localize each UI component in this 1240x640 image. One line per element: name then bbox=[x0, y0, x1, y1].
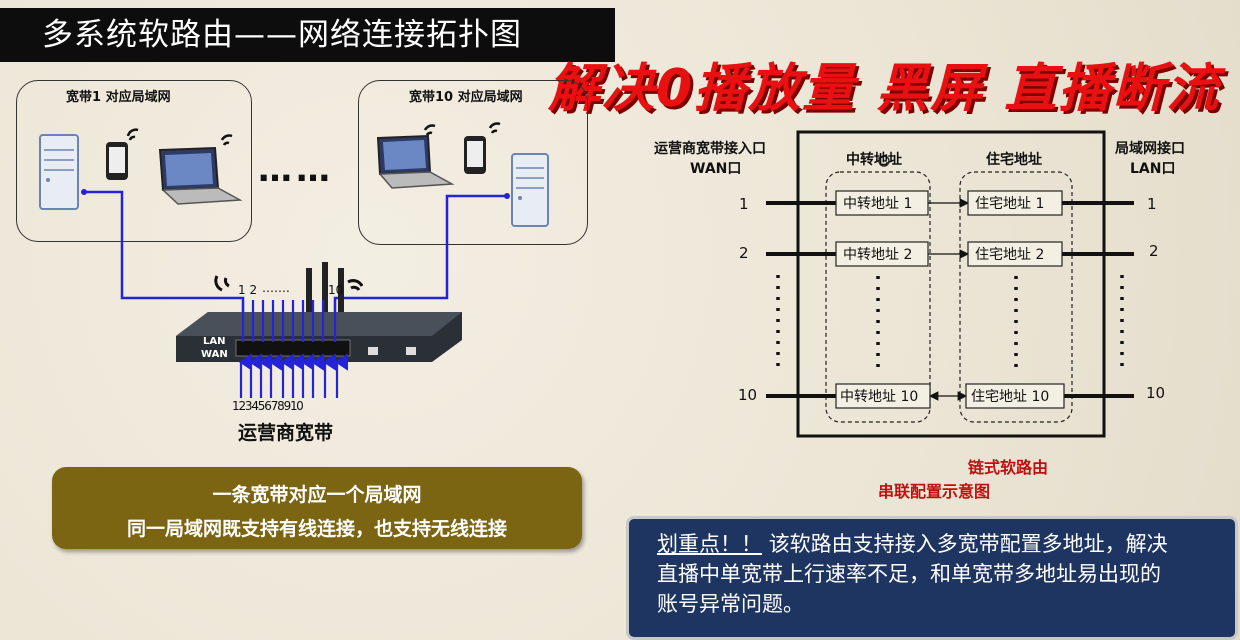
router-frame bbox=[796, 130, 1106, 438]
wan-header-2: WAN口 bbox=[690, 161, 742, 177]
laptop-icon bbox=[376, 134, 455, 189]
home-column-header: 住宅地址 bbox=[986, 152, 1042, 168]
keypoint-body-1: 该软路由支持接入多宽带配置多地址，解决 bbox=[768, 532, 1168, 556]
diagram-caption-1: 链式软路由 bbox=[968, 458, 1049, 477]
lan-row-number: 1 bbox=[1147, 195, 1157, 213]
wan-port-cables bbox=[238, 353, 348, 398]
cursor-ring bbox=[878, 155, 890, 167]
note-line-2: 同一局域网既支持有线连接，也支持无线连接 bbox=[126, 518, 507, 540]
relay-group bbox=[825, 171, 931, 423]
home-address: 住宅地址 1 bbox=[975, 196, 1045, 212]
wan-header-1: 运营商宽带接入口 bbox=[654, 141, 766, 157]
relay-address: 中转地址 2 bbox=[843, 247, 913, 263]
lan10-label: 宽带10 对应局域网 bbox=[409, 90, 523, 105]
lan1-box bbox=[16, 80, 252, 242]
ellipsis-dots bbox=[776, 275, 1124, 368]
home-address: 住宅地址 2 bbox=[975, 247, 1045, 263]
home-group bbox=[959, 171, 1073, 423]
keypoint-line-1: 划重点！！ 该软路由支持接入多宽带配置多地址，解决 bbox=[657, 529, 1221, 559]
keypoint-body-2: 直播中单宽带上行速率不足，和单宽带多地址易出现的 bbox=[657, 562, 1161, 586]
lan-note-box: 一条宽带对应一个局域网 同一局域网既支持有线连接，也支持无线连接 bbox=[52, 467, 582, 549]
router-wan-label: WAN bbox=[201, 349, 228, 360]
note-line-1: 一条宽带对应一个局域网 bbox=[212, 484, 422, 506]
row-connectors bbox=[766, 201, 1134, 398]
lan-cable bbox=[84, 190, 507, 330]
keypoint-lead: 划重点！！ bbox=[657, 532, 762, 556]
address-boxes bbox=[835, 190, 1065, 409]
lan-header-1: 局域网接口 bbox=[1115, 141, 1185, 157]
wifi-icon bbox=[214, 275, 364, 292]
lan-row-number: 10 bbox=[1146, 384, 1166, 402]
wan-row-number: 1 bbox=[739, 195, 749, 213]
lan10-box bbox=[358, 80, 588, 245]
lan1-label: 宽带1 对应局域网 bbox=[66, 90, 171, 105]
wifi-icon bbox=[126, 128, 139, 141]
page-title: 多系统软路由——网络连接拓扑图 bbox=[0, 8, 615, 62]
headline-banner: 解决0播放量 黑屏 直播断流 bbox=[548, 59, 1221, 119]
lan-port-cables bbox=[241, 300, 337, 342]
keypoint-body-3: 账号异常问题。 bbox=[657, 592, 804, 616]
relay-address: 中转地址 10 bbox=[840, 389, 919, 405]
phone-icon bbox=[464, 136, 486, 174]
server-icon bbox=[511, 153, 549, 227]
isp-label: 运营商宽带 bbox=[238, 422, 334, 444]
router-lan-label: LAN bbox=[203, 336, 226, 347]
port-label-end: 10 bbox=[328, 283, 344, 297]
wan-port-numbers: 1 2 3 4 5 6 7 8 9 10 bbox=[232, 399, 304, 413]
wan-row-number: 2 bbox=[739, 244, 749, 262]
home-address: 住宅地址 10 bbox=[971, 389, 1050, 405]
lan-header-2: LAN口 bbox=[1130, 161, 1176, 177]
phone-icon bbox=[106, 142, 128, 180]
relay-address: 中转地址 1 bbox=[843, 196, 913, 212]
port-label-dots: ……. bbox=[262, 281, 290, 295]
lan-row-number: 2 bbox=[1149, 242, 1159, 260]
cable-joint bbox=[81, 189, 87, 195]
keypoint-box: 划重点！！ 该软路由支持接入多宽带配置多地址，解决 直播中单宽带上行速率不足，和… bbox=[626, 516, 1238, 640]
port-label-start: 1 2 bbox=[238, 283, 258, 297]
cable-joint bbox=[504, 193, 510, 199]
server-icon bbox=[39, 134, 79, 210]
wifi-icon bbox=[423, 124, 436, 136]
relay-column-header: 中转地址 bbox=[846, 152, 902, 168]
wan-row-number: 10 bbox=[738, 386, 758, 404]
lan-ellipsis: …… bbox=[258, 150, 334, 190]
laptop-icon bbox=[158, 146, 243, 205]
router-icon bbox=[176, 262, 462, 362]
diagram-caption-2: 串联配置示意图 bbox=[878, 482, 991, 501]
wifi-icon bbox=[488, 122, 501, 134]
wifi-icon bbox=[220, 134, 233, 146]
